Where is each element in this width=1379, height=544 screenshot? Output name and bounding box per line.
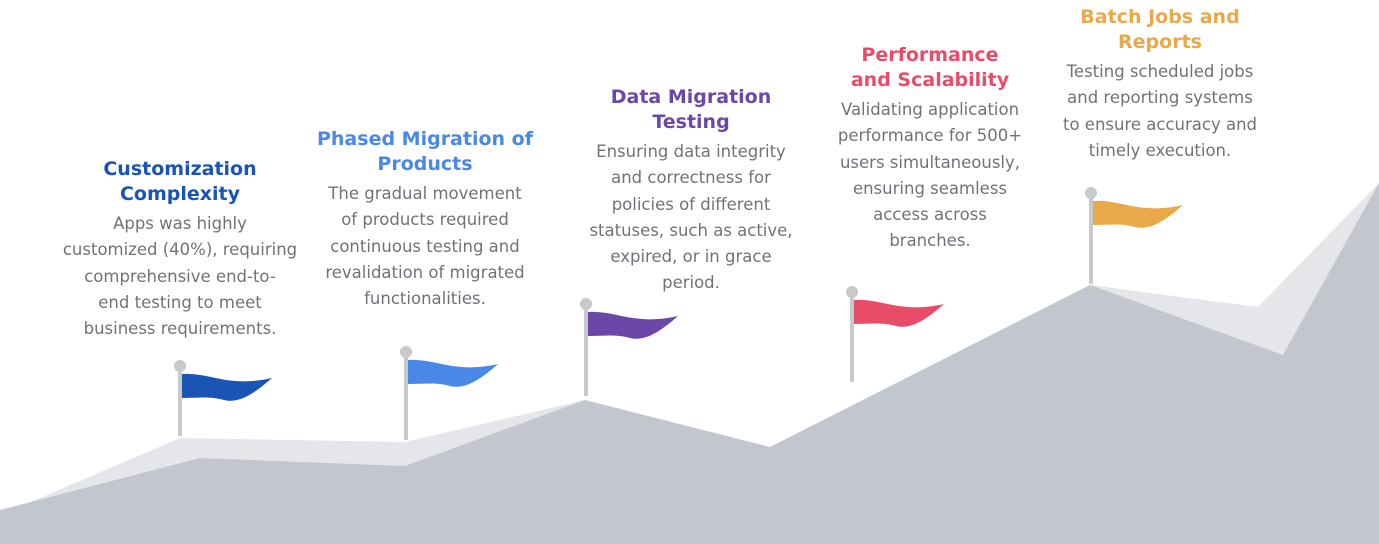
flag-icon bbox=[846, 286, 944, 382]
flag-pole bbox=[404, 352, 408, 440]
desc-line: Testing scheduled jobs bbox=[1066, 62, 1254, 81]
flag-cloth bbox=[588, 311, 678, 339]
desc-line: customized (40%), requiring bbox=[62, 240, 298, 260]
desc-line: period. bbox=[662, 273, 720, 293]
flag-icon bbox=[580, 298, 678, 396]
flag-icon bbox=[400, 346, 498, 440]
desc-line: to ensure accuracy and bbox=[1062, 114, 1258, 134]
desc-line: and reporting systems bbox=[1067, 88, 1253, 108]
milestone-title: Customization Complexity bbox=[55, 157, 305, 207]
desc-line: continuous testing and bbox=[330, 236, 520, 256]
desc-line: expired, or in grace bbox=[610, 247, 772, 267]
desc-line: timely execution. bbox=[1088, 140, 1232, 160]
title-line: Products bbox=[377, 153, 473, 175]
title-line: and Scalability bbox=[850, 69, 1010, 91]
title-line: Complexity bbox=[119, 183, 241, 205]
desc-line: Ensuring data integrity bbox=[596, 142, 786, 161]
milestone-description: Ensuring data integrity and correctness … bbox=[575, 139, 807, 297]
flag-pole-knob bbox=[174, 360, 186, 372]
desc-line: functionalities. bbox=[364, 289, 486, 309]
desc-line: end testing to meet bbox=[98, 292, 262, 312]
title-line: Phased Migration of bbox=[316, 128, 533, 150]
title-line: Customization bbox=[103, 158, 257, 180]
flag-icon bbox=[1085, 187, 1183, 284]
desc-line: Validating application bbox=[840, 100, 1020, 119]
flag-cloth bbox=[1093, 200, 1183, 228]
milestone-description: The gradual movement of products require… bbox=[305, 181, 545, 312]
milestone-title: Phased Migration of Products bbox=[305, 127, 545, 177]
flag-cloth bbox=[182, 373, 272, 401]
desc-line: business requirements. bbox=[83, 319, 277, 339]
flag-pole-knob bbox=[580, 298, 592, 310]
desc-line: ensuring seamless bbox=[852, 178, 1008, 198]
flag-pole bbox=[1089, 193, 1093, 284]
mountain-front bbox=[0, 183, 1379, 544]
flag-pole-knob bbox=[846, 286, 858, 298]
milestone-title: Batch Jobs and Reports bbox=[1050, 5, 1270, 55]
milestone-title: Performance and Scalability bbox=[820, 43, 1040, 93]
milestone-data-migration-testing: Data Migration Testing Ensuring data int… bbox=[575, 85, 807, 297]
milestone-phased-migration: Phased Migration of Products The gradual… bbox=[305, 127, 545, 312]
milestone-description: Apps was highly customized (40%), requir… bbox=[55, 211, 305, 342]
desc-line: of products required bbox=[341, 210, 509, 230]
title-line: Reports bbox=[1118, 31, 1202, 53]
flag-pole bbox=[178, 366, 182, 436]
milestone-performance-scalability: Performance and Scalability Validating a… bbox=[820, 43, 1040, 255]
flag-icon bbox=[174, 360, 272, 436]
desc-line: branches. bbox=[889, 231, 971, 251]
desc-line: and correctness for bbox=[611, 168, 771, 188]
desc-line: The gradual movement bbox=[328, 184, 522, 203]
desc-line: revalidation of migrated bbox=[325, 262, 525, 282]
milestone-description: Validating application performance for 5… bbox=[820, 97, 1040, 255]
milestone-title: Data Migration Testing bbox=[575, 85, 807, 135]
flag-cloth bbox=[408, 359, 498, 387]
title-line: Testing bbox=[652, 111, 730, 133]
milestone-customization-complexity: Customization Complexity Apps was highly… bbox=[55, 157, 305, 342]
desc-line: performance for 500+ bbox=[837, 126, 1023, 146]
desc-line: policies of different bbox=[611, 194, 771, 214]
desc-line: access across bbox=[873, 205, 987, 225]
title-line: Data Migration bbox=[610, 86, 772, 108]
flag-pole bbox=[850, 292, 854, 382]
flag-pole-knob bbox=[400, 346, 412, 358]
flag-cloth bbox=[854, 299, 944, 327]
title-line: Performance bbox=[861, 44, 999, 66]
desc-line: users simultaneously, bbox=[839, 152, 1021, 172]
flag-pole-knob bbox=[1085, 187, 1097, 199]
flags-layer bbox=[174, 187, 1183, 440]
desc-line: statuses, such as active, bbox=[589, 220, 793, 240]
flag-pole bbox=[584, 304, 588, 396]
desc-line: comprehensive end-to- bbox=[84, 266, 276, 286]
desc-line: Apps was highly bbox=[113, 214, 247, 233]
milestone-batch-jobs-reports: Batch Jobs and Reports Testing scheduled… bbox=[1050, 5, 1270, 164]
title-line: Batch Jobs and bbox=[1080, 6, 1240, 28]
milestone-description: Testing scheduled jobs and reporting sys… bbox=[1050, 59, 1270, 164]
